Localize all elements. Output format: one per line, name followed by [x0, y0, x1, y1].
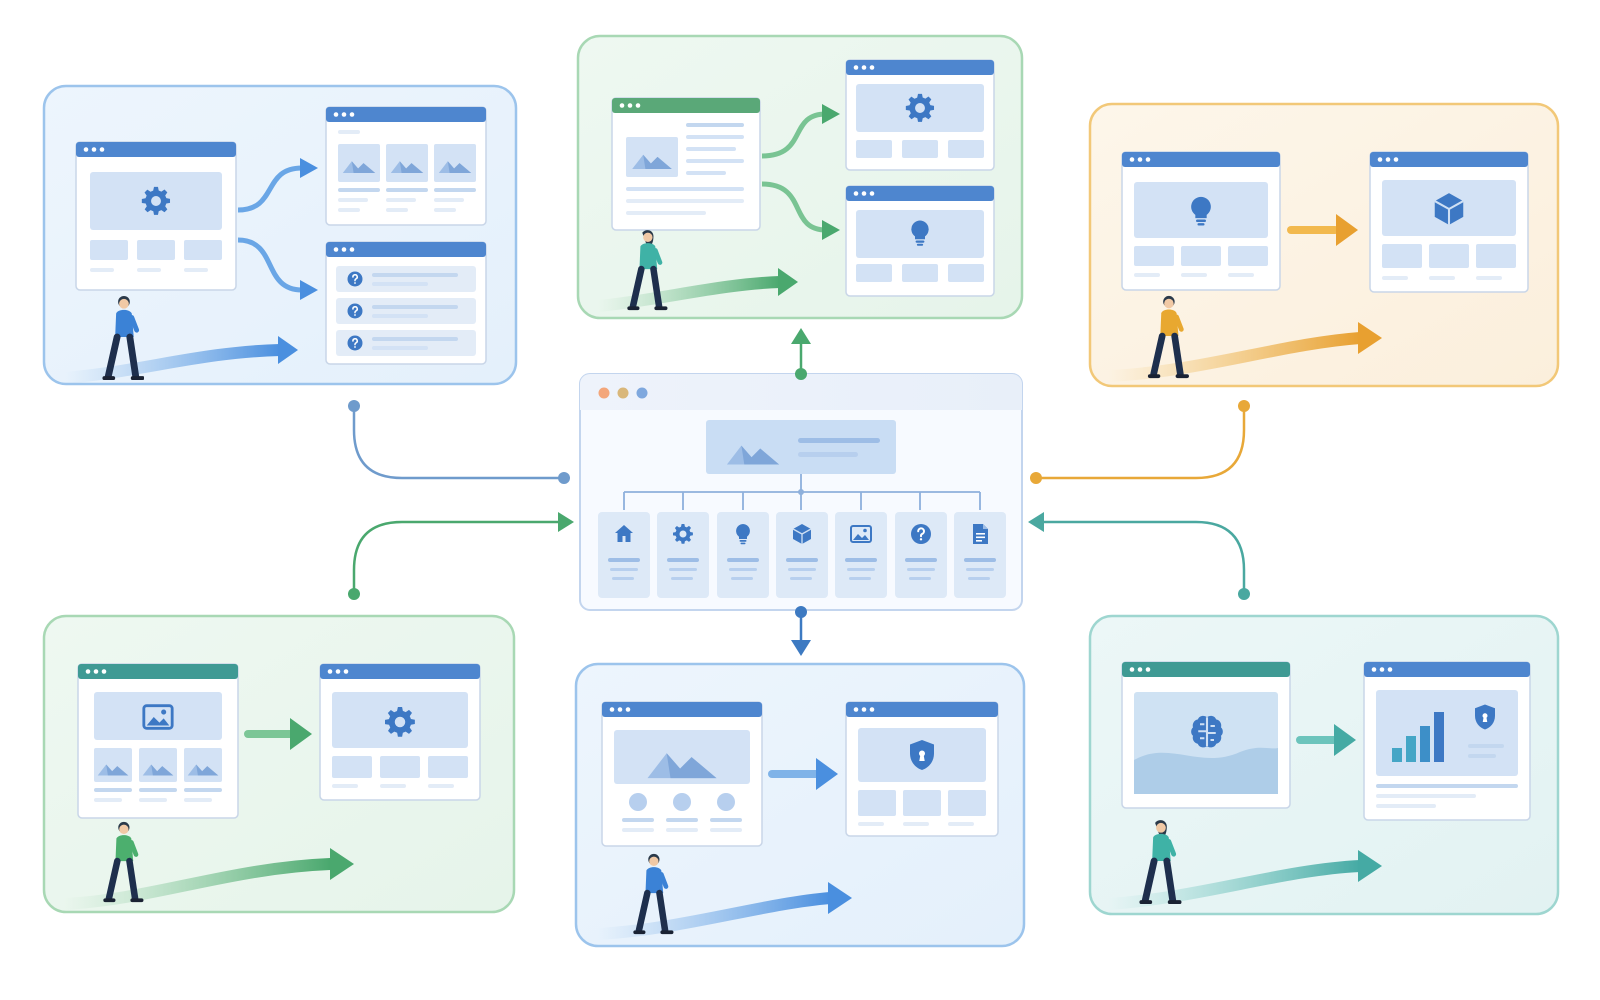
help-icon	[910, 523, 932, 545]
browser-window-gallery	[325, 106, 487, 226]
browser-window-ai	[1121, 661, 1291, 809]
panel-top-right	[1088, 102, 1560, 388]
panel-bottom-right	[1088, 614, 1560, 916]
panel-top-left	[42, 84, 518, 386]
window-maximize-dot	[636, 387, 648, 399]
browser-window-ideas	[845, 185, 995, 297]
window-minimize-dot	[617, 387, 629, 399]
nav-card-home	[598, 512, 650, 598]
panel-top-center	[576, 34, 1024, 320]
connector-top-left	[348, 400, 570, 484]
window-close-dot	[598, 387, 610, 399]
connector-bottom-left	[348, 512, 574, 600]
help-icon	[346, 270, 364, 288]
browser-window-security	[845, 701, 999, 837]
browser-window-article	[611, 97, 761, 231]
nav-card-gallery	[835, 512, 887, 598]
connector-bottom-right	[1028, 512, 1250, 600]
browser-window-settings	[845, 59, 995, 171]
nav-card-help	[895, 512, 947, 598]
brain-icon	[1190, 714, 1224, 749]
help-icon	[346, 302, 364, 320]
panel-bottom-center	[574, 662, 1026, 948]
bar-chart-icon	[1392, 712, 1444, 762]
browser-window-media	[601, 701, 763, 847]
connector-bottom-center	[791, 606, 811, 656]
nav-card-settings	[657, 512, 709, 598]
help-icon	[346, 334, 364, 352]
panel-bottom-left	[42, 614, 516, 914]
nav-card-ideas	[717, 512, 769, 598]
browser-window-faq	[325, 241, 487, 365]
connector-top-center	[791, 328, 811, 380]
connector-top-right	[1030, 400, 1250, 484]
browser-window-product	[1369, 151, 1529, 293]
hero-banner	[706, 420, 896, 474]
browser-window-ideas	[1121, 151, 1281, 291]
browser-window-analytics	[1363, 661, 1531, 821]
browser-window-settings	[75, 141, 237, 291]
hub-website	[579, 373, 1023, 611]
document-icon	[973, 524, 988, 544]
browser-window-gallery	[77, 663, 239, 819]
nav-card-products	[776, 512, 828, 598]
nav-card-docs	[954, 512, 1006, 598]
browser-window-settings	[319, 663, 481, 801]
